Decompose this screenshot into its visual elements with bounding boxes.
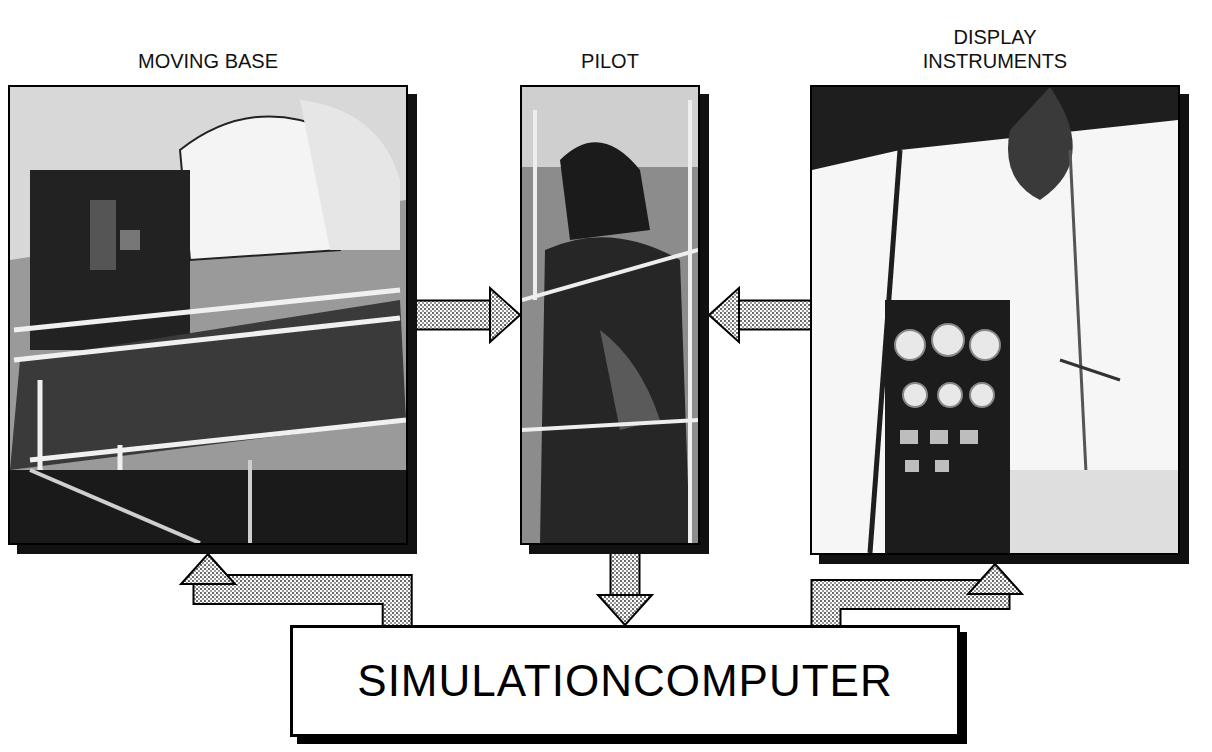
- block-arrow: [826, 564, 1022, 625]
- arrow-outline: [610, 554, 641, 595]
- arrow-fill: [739, 302, 810, 329]
- instrument-panel-photo: [812, 87, 1178, 553]
- moving-base-photo: [10, 87, 406, 543]
- arrow-head: [709, 288, 739, 342]
- arrow-head: [181, 554, 235, 584]
- panel-heading: DISPLAY INSTRUMENTS: [910, 25, 1080, 73]
- display-panel: DISPLAY INSTRUMENTS: [810, 85, 1180, 555]
- box-label: SIMULATIONCOMPUTER: [357, 656, 892, 706]
- block-arrow: [181, 554, 397, 625]
- arrow-head: [598, 595, 652, 625]
- panel-heading: PILOT: [510, 49, 710, 73]
- arrow-fill: [208, 584, 397, 625]
- arrow-fill: [417, 302, 490, 329]
- arrow-head: [968, 564, 1022, 594]
- arrow-outline: [417, 300, 490, 331]
- arrow-outline: [826, 594, 995, 625]
- arrow-fill: [612, 554, 639, 595]
- pilot-panel: PILOT: [520, 85, 700, 545]
- arrow-outline: [739, 300, 810, 331]
- block-arrow: [598, 554, 652, 625]
- computer-box: SIMULATIONCOMPUTER: [290, 625, 960, 737]
- block-arrow: [417, 288, 520, 342]
- pilot-photo: [522, 87, 698, 543]
- arrow-fill: [826, 594, 995, 625]
- arrow-outline: [208, 584, 397, 625]
- block-arrow: [709, 288, 810, 342]
- panel-heading: MOVING BASE: [58, 49, 358, 73]
- arrow-head: [490, 288, 520, 342]
- moving-base-panel: MOVING BASE: [8, 85, 408, 545]
